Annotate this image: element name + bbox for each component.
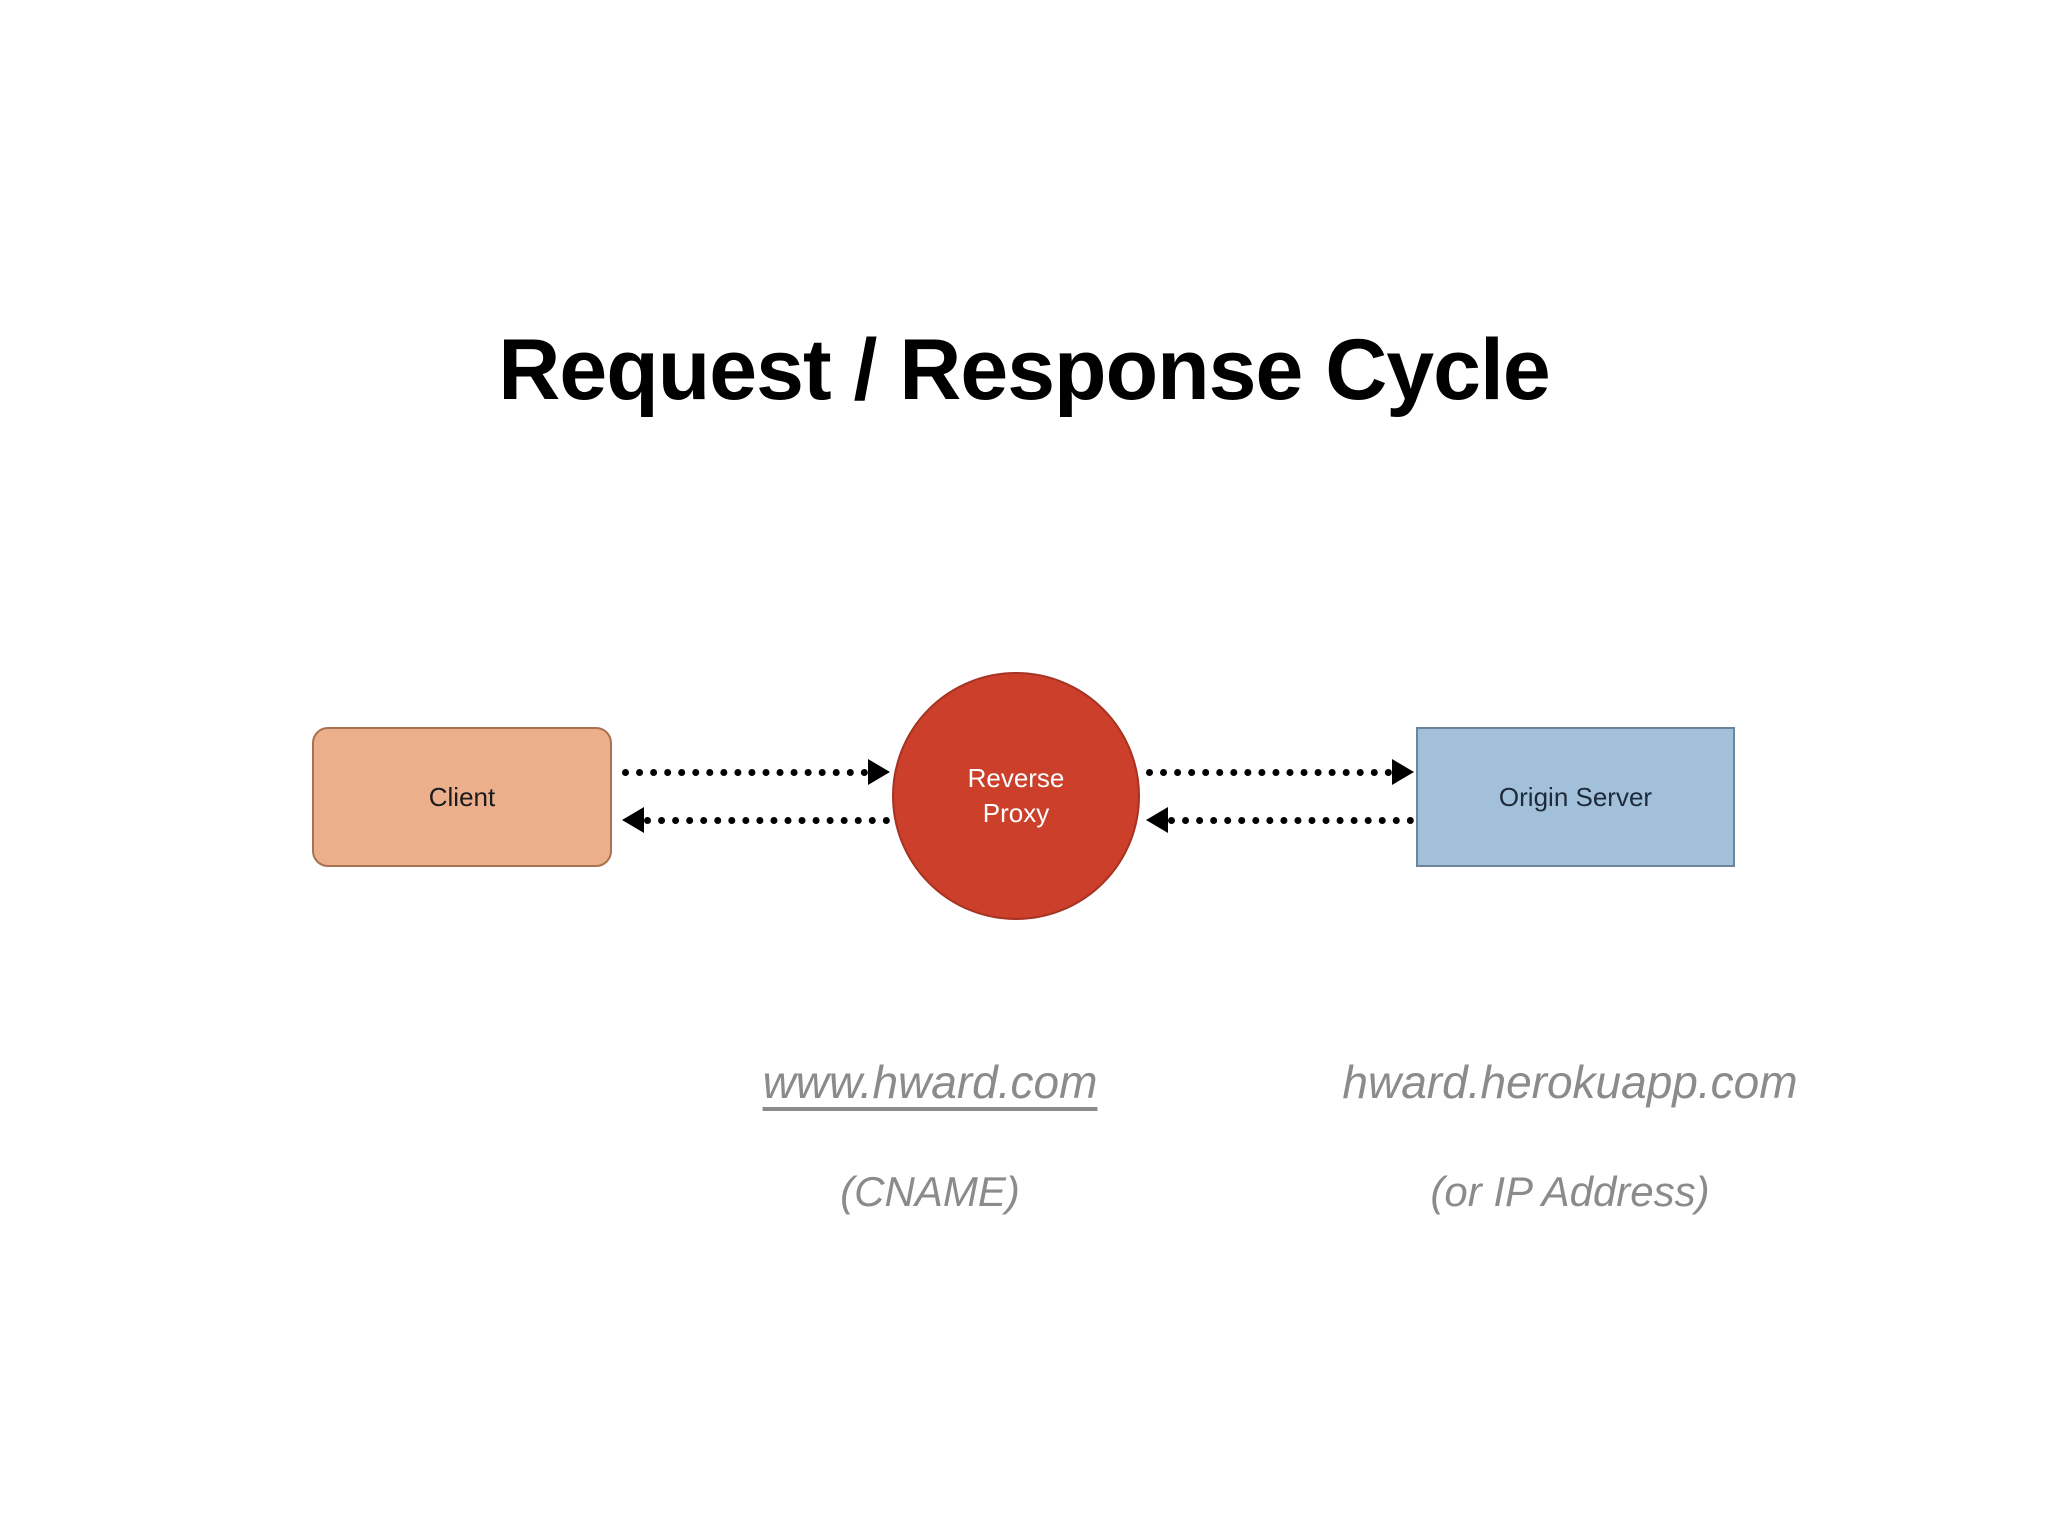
node-origin-server-label: Origin Server — [1498, 781, 1653, 812]
arrow-right-icon — [868, 759, 890, 785]
arrow-right-icon — [1392, 759, 1414, 785]
arrow-left-icon — [1146, 807, 1168, 833]
connector-origin-to-proxy — [1146, 807, 1414, 833]
annotation-origin-domain: hward.herokuapp.com — [1342, 1056, 1798, 1108]
node-origin-server[interactable]: Origin Server — [1416, 727, 1735, 867]
annotation-proxy-domain: www.hward.com — [762, 1056, 1098, 1108]
node-client-label: Client — [428, 781, 496, 812]
connector-client-to-proxy — [622, 759, 890, 785]
node-reverse-proxy-label-line1: Reverse — [967, 762, 1065, 793]
dotted-line — [1146, 768, 1392, 776]
annotation-proxy-domain-note: (CNAME) — [840, 1168, 1020, 1215]
connector-proxy-to-client — [622, 807, 890, 833]
node-reverse-proxy-label-line2: Proxy — [982, 798, 1050, 828]
connector-proxy-to-origin — [1146, 759, 1414, 785]
node-client[interactable]: Client — [312, 727, 612, 867]
node-reverse-proxy-label: Reverse Proxy — [968, 761, 1065, 831]
dotted-line — [644, 816, 890, 824]
dotted-line — [1168, 816, 1414, 824]
page-title: Request / Response Cycle — [498, 322, 1550, 418]
dotted-line — [622, 768, 868, 776]
arrow-left-icon — [622, 807, 644, 833]
annotation-origin-domain-note: (or IP Address) — [1430, 1168, 1710, 1215]
node-reverse-proxy[interactable]: Reverse Proxy — [892, 672, 1140, 920]
